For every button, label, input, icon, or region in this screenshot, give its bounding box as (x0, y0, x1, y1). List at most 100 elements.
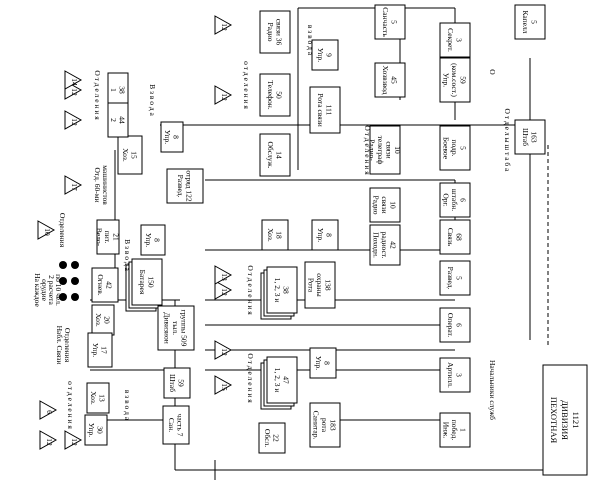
label-vzvoda: в з в о д а (306, 25, 315, 56)
triangle-shape (214, 280, 233, 300)
label-na-kazhdom: На каждое (33, 273, 42, 307)
box-label-line: Развед. (176, 175, 185, 198)
triangle-number: 12 (220, 348, 229, 356)
triangle-t13: 13 (214, 265, 233, 285)
org-box-upr8a: Упр.8 (160, 121, 184, 153)
box-frame (258, 422, 286, 454)
box-label-line: Радио- (367, 139, 376, 161)
org-box-obsluzh14: Обслуж.14 (259, 133, 291, 177)
org-box-operot6: Операт.6 (439, 307, 471, 343)
box-label-line: 21 (112, 233, 121, 241)
box-label-line: Хоз. (266, 228, 275, 242)
box-label-line: 15 (129, 151, 138, 159)
box-label-line: 8 (324, 233, 333, 237)
triangle-shape (214, 85, 233, 105)
triangle-number: 12 (45, 438, 54, 446)
box-label-line: 1 (109, 88, 118, 92)
box-frame (369, 224, 401, 266)
box-label-line: Орг. (442, 193, 451, 206)
box-frame (439, 412, 471, 448)
triangle-number: 6 (45, 410, 54, 414)
org-box-obsl22: Обсл.22 (258, 422, 286, 454)
label-otdeleniya-mid: О т д е л е н и я (246, 265, 255, 315)
box-label-line: Штаб (521, 128, 530, 146)
box-label-line: 42 (104, 281, 113, 289)
org-box-upr9: Упр.9 (311, 39, 339, 71)
box-label-line: 17 (99, 346, 108, 354)
box-label-line: Упр. (163, 130, 172, 144)
box-label-line: ДИВИЗИЯ (560, 400, 570, 440)
box-label-line: рота (320, 418, 329, 433)
box-label-line: Капелл (521, 11, 530, 34)
triangle-shape (214, 15, 233, 35)
triangle-t12f: 12 (214, 340, 233, 360)
box-label-line: тыл. (171, 321, 180, 335)
box-label-line: (ком.сост.) (450, 63, 459, 97)
box-label-line: Операт. (446, 313, 455, 337)
box-label-line: 183 (329, 419, 338, 431)
box-label-line: радиост. (380, 232, 389, 259)
box-label-line: 163 (529, 131, 538, 143)
box-label-line: 2 (109, 118, 118, 122)
gun-dots (59, 261, 79, 301)
box-label-line: связи (384, 141, 393, 158)
org-box-razv-otr122: Развед.отряд 122 (166, 168, 204, 204)
box-frame (261, 219, 289, 251)
label-otdeleniya-low: О т д е л е н и я (246, 353, 255, 403)
org-box-razved5: Развед.5 (439, 260, 471, 296)
triangle-shape (64, 175, 83, 195)
box-label-line: 59 (459, 76, 468, 84)
label-otdeleniya-lower: Отделения (63, 328, 72, 363)
box-frame (309, 402, 341, 448)
box-frame (107, 102, 129, 138)
label-vzvoda-bottom: в з в о д а (123, 390, 132, 421)
box-label-line: Радио (266, 22, 275, 41)
box-label-line: 13 (97, 394, 106, 402)
label-otdel-vert: о т д е л е н и я (242, 61, 251, 109)
gun-dot (59, 261, 67, 269)
box-label-line: 1, 2, 3 и (273, 278, 282, 303)
box-frame (439, 307, 471, 343)
box-frame (117, 135, 143, 175)
box-label-line: Санитар. (312, 411, 321, 440)
triangle-number: 12 (220, 23, 229, 31)
org-box-hoz13: Хоз.13 (86, 382, 110, 414)
box-label-line: Упр. (442, 73, 451, 87)
box-label-line: связи 36 (274, 19, 283, 46)
box-label-line: штабн. (450, 189, 459, 211)
org-box-hoz18: Хоз.18 (261, 219, 289, 251)
box-label-line: 111 (324, 105, 333, 116)
box-frame (259, 10, 291, 54)
box-label-line: побед. (450, 420, 459, 441)
box-label-line: 18 (274, 231, 283, 239)
box-label-line: 22 (271, 434, 280, 442)
triangle-t12d: 12 (64, 110, 83, 130)
box-frame (266, 266, 298, 314)
box-label-line: 44 (117, 116, 126, 124)
box-frame (266, 356, 298, 404)
box-label-line: Хоз. (121, 148, 130, 162)
box-frame (514, 119, 546, 155)
box-label-line: 5 (459, 146, 468, 150)
box-frame (131, 258, 163, 306)
triangle-shape (64, 110, 83, 130)
label-vzvoda2: В з в о д а (148, 84, 157, 116)
box-label-line: 8 (171, 135, 180, 139)
triangle-t12h: 12 (64, 430, 83, 450)
box-label-line: 6 (459, 198, 468, 202)
box-label-line: Упр. (316, 48, 325, 62)
box-label-line: 150 (146, 276, 155, 288)
triangle-t12g: 12 (39, 430, 58, 450)
box-label-line: Рота (307, 278, 316, 293)
